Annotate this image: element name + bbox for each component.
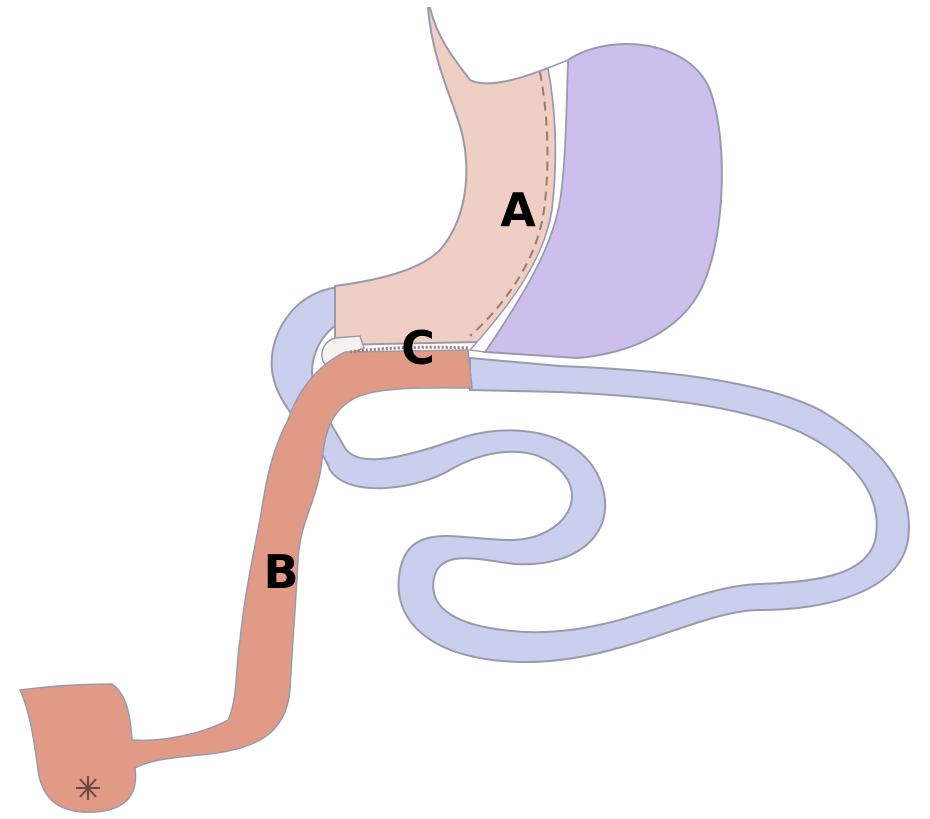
- lumen-mark-icon: [76, 776, 100, 800]
- label-c: C: [401, 321, 435, 375]
- label-a: A: [500, 183, 536, 237]
- label-b: B: [263, 545, 298, 599]
